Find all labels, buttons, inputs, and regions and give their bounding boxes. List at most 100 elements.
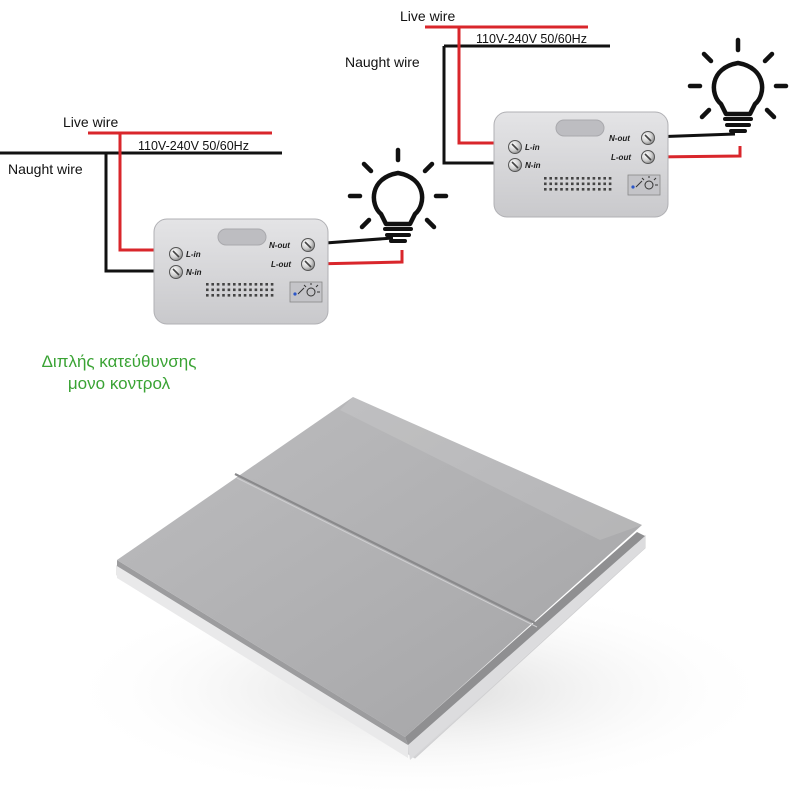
relay-module: L-in N-in N-out L-out <box>153 218 329 325</box>
caption: Διπλής κατεύθυνσης μονο κοντρολ <box>8 351 230 395</box>
vent-hole <box>560 182 563 186</box>
vent-hole <box>254 294 258 297</box>
vent-hole <box>554 182 558 186</box>
vent-hole <box>254 283 258 286</box>
terminal-screw-icon <box>640 130 656 146</box>
terminal-label-l-out: L-out <box>271 260 291 269</box>
vent-grid <box>206 283 274 297</box>
terminal-label-l-in: L-in <box>525 143 540 152</box>
vent-hole <box>587 177 590 180</box>
vent-hole <box>260 288 263 292</box>
relay-module: L-in N-in N-out L-out <box>493 111 669 218</box>
light-bulb-icon <box>350 150 446 241</box>
vent-hole <box>238 294 241 297</box>
vent-hole <box>216 294 220 297</box>
vent-hole <box>608 177 612 180</box>
vent-hole <box>206 294 209 297</box>
vent-hole <box>238 288 241 292</box>
vent-hole <box>598 177 601 180</box>
terminal-screw-icon <box>168 246 184 262</box>
remote-pairing-icon <box>627 174 661 196</box>
vent-hole <box>565 182 569 186</box>
vent-hole <box>211 288 214 292</box>
terminal-screw-icon <box>507 157 523 173</box>
neutral-wire-label: Naught wire <box>345 54 420 70</box>
vent-hole <box>603 188 606 191</box>
caption-line-2: μονο κοντρολ <box>67 374 171 393</box>
vent-hole <box>265 283 268 286</box>
vent-hole <box>565 188 569 191</box>
vent-hole <box>233 288 236 292</box>
vent-hole <box>243 294 247 297</box>
status-led-window <box>217 228 267 246</box>
vent-hole <box>598 188 601 191</box>
live-in-wire <box>118 133 166 252</box>
vent-hole <box>270 283 274 286</box>
vent-hole <box>265 294 268 297</box>
vent-hole <box>238 283 241 286</box>
terminal-screw-icon <box>300 256 316 272</box>
vent-hole <box>592 188 596 191</box>
terminal-screw-icon <box>507 139 523 155</box>
vent-hole <box>254 288 258 292</box>
vent-hole <box>571 188 574 191</box>
vent-hole <box>603 182 606 186</box>
live-out-wire <box>651 146 742 159</box>
terminal-label-l-out: L-out <box>611 153 631 162</box>
vent-hole <box>243 288 247 292</box>
terminal-label-n-out: N-out <box>609 134 630 143</box>
vent-hole <box>549 177 552 180</box>
neutral-in-wire <box>442 46 508 165</box>
vent-hole <box>560 188 563 191</box>
vent-hole <box>270 288 274 292</box>
vent-hole <box>222 294 225 297</box>
vent-hole <box>211 294 214 297</box>
terminal-screw-icon <box>640 149 656 165</box>
vent-hole <box>243 283 247 286</box>
vent-hole <box>576 188 579 191</box>
vent-hole <box>571 177 574 180</box>
vent-hole <box>581 182 585 186</box>
remote-pairing-icon <box>289 281 323 303</box>
vent-hole <box>587 182 590 186</box>
vent-hole <box>544 177 547 180</box>
vent-hole <box>560 177 563 180</box>
wiring-diagram-right: L-in N-in N-out L-out <box>425 25 786 218</box>
vent-hole <box>565 177 569 180</box>
switch-panel <box>117 397 642 737</box>
terminal-label-n-in: N-in <box>186 268 202 277</box>
vent-hole <box>222 283 225 286</box>
live-wire-label: Live wire <box>63 114 119 130</box>
light-bulb-icon <box>690 40 786 131</box>
vent-hole <box>227 283 231 286</box>
vent-hole <box>576 177 579 180</box>
vent-hole <box>587 188 590 191</box>
terminal-label-n-out: N-out <box>269 241 290 250</box>
vent-hole <box>249 288 252 292</box>
terminal-screw-icon <box>300 237 316 253</box>
terminal-screw-icon <box>168 264 184 280</box>
vent-hole <box>233 283 236 286</box>
vent-hole <box>598 182 601 186</box>
wiring-diagram-left: L-in N-in N-out L-out <box>0 131 446 325</box>
vent-hole <box>206 288 209 292</box>
neutral-wire-label: Naught wire <box>8 161 83 177</box>
vent-hole <box>549 188 552 191</box>
vent-hole <box>249 283 252 286</box>
vent-hole <box>581 177 585 180</box>
vent-hole <box>270 294 274 297</box>
vent-hole <box>549 182 552 186</box>
vent-hole <box>260 294 263 297</box>
vent-hole <box>233 294 236 297</box>
terminal-label-n-in: N-in <box>525 161 541 170</box>
vent-hole <box>544 182 547 186</box>
rocker-divider <box>234 473 536 624</box>
vent-hole <box>222 288 225 292</box>
vent-hole <box>227 294 231 297</box>
vent-hole <box>608 188 612 191</box>
vent-hole <box>211 283 214 286</box>
vent-hole <box>571 182 574 186</box>
neutral-in-wire <box>104 153 166 273</box>
live-out-wire <box>311 250 404 266</box>
